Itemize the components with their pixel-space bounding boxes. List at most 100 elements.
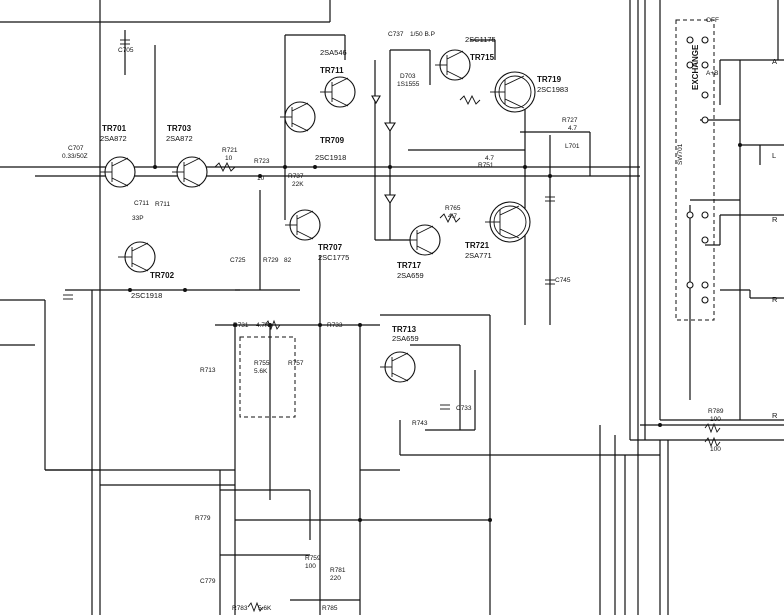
- r781-label: R781: [330, 567, 346, 574]
- r737-value: 22K: [292, 181, 304, 188]
- tr713-symbol: [380, 351, 416, 383]
- tr707-ref: TR707: [318, 243, 343, 252]
- tr719-ref: TR719: [537, 75, 562, 84]
- tr702-ref: TR702: [150, 271, 175, 280]
- r733-label: R733: [327, 322, 343, 329]
- tr721-ref: TR721: [465, 241, 490, 250]
- r723-label: R723: [254, 158, 270, 165]
- r751-label: R751: [478, 162, 494, 169]
- r759-label: R759: [305, 555, 321, 562]
- switch-contacts: [686, 36, 709, 304]
- r731-label: R731: [233, 322, 249, 329]
- r731-value: 4.7K: [256, 322, 270, 329]
- r765-value: 4.7: [448, 213, 457, 220]
- r727-label: R727: [562, 117, 578, 124]
- sub-board-outline: [239, 336, 296, 418]
- d703-value: 1S1555: [397, 81, 420, 88]
- r757-label: R757: [288, 360, 304, 367]
- r721-value: 10: [225, 155, 233, 162]
- tr715-symbol: [435, 49, 471, 81]
- r729-label: R729: [263, 257, 279, 264]
- r711-label: R711: [155, 201, 170, 208]
- c737-value: 1/50 B.P: [410, 31, 435, 38]
- tr713-ref: TR713: [392, 325, 417, 334]
- switch-off-label: OFF: [706, 17, 719, 24]
- tr711-ref: TR711: [320, 66, 344, 75]
- tr719-symbol: [490, 71, 536, 113]
- c733-label: C733: [456, 405, 472, 412]
- r789-label: R789: [708, 408, 724, 415]
- tr703-type: 2SA872: [166, 134, 193, 143]
- component-labels: C707 0.33/50Z C737 1/50 B.P D703 1S1555 …: [62, 31, 724, 612]
- r713-label: R713: [200, 367, 216, 374]
- r729-value: 82: [284, 257, 292, 264]
- component-glyphs: [63, 39, 721, 613]
- tr709-symbol: [280, 101, 316, 133]
- r727-value: 4.7: [568, 125, 577, 132]
- r779-label: R779: [195, 515, 211, 522]
- tr717-ref: TR717: [397, 261, 422, 270]
- tr702-symbol: [118, 241, 156, 273]
- exchange-label: EXCHANGE: [691, 44, 700, 90]
- r781-value: 220: [330, 575, 341, 582]
- tr717-type: 2SA659: [397, 271, 424, 280]
- r721-label: R721: [222, 147, 238, 154]
- tr701-type: 2SA872: [100, 134, 127, 143]
- tr711-type: 2SA546: [320, 48, 347, 57]
- terminal-r2: R: [772, 411, 778, 420]
- c737-label: C737: [388, 31, 404, 38]
- tr715-type: 2SC1175: [465, 35, 496, 44]
- tr709-type: 2SC1918: [315, 153, 346, 162]
- terminal-l: L: [772, 151, 776, 160]
- r783-value: 5.6K: [258, 605, 272, 612]
- r789b-value: 100: [710, 446, 721, 453]
- r737-label: R737: [288, 173, 304, 180]
- switch-ab-label: A+B: [706, 70, 718, 77]
- c705-label: C705: [118, 47, 134, 54]
- d703-label: D703: [400, 73, 416, 80]
- c725-label: C725: [230, 257, 246, 264]
- r743-label: R743: [412, 420, 428, 427]
- c711-value: 33P: [132, 215, 144, 222]
- r785-label: R785: [322, 605, 338, 612]
- r751-value: 4.7: [485, 155, 494, 162]
- c707-label: C707: [68, 145, 84, 152]
- r755-label: R755: [254, 360, 270, 367]
- tr709-ref: TR709: [320, 136, 345, 145]
- c707-value: 0.33/50Z: [62, 153, 88, 160]
- tr721-symbol: [485, 201, 531, 243]
- tr703-symbol: [172, 156, 208, 188]
- c779-label: C779: [200, 578, 216, 585]
- tr703-ref: TR703: [167, 124, 192, 133]
- junctions: [128, 143, 742, 522]
- r723-value: 10: [257, 175, 265, 182]
- r755-value: 5.6K: [254, 368, 268, 375]
- r789-value: 100: [710, 416, 721, 423]
- terminal-rb: R: [772, 295, 778, 304]
- r759-value: 100: [305, 563, 316, 570]
- tr701-ref: TR701: [102, 124, 127, 133]
- tr711-symbol: [320, 76, 356, 108]
- tr701-symbol: [100, 156, 136, 188]
- l701-label: L701: [565, 143, 580, 150]
- c745-label: C745: [555, 277, 571, 284]
- switch-labels: OFF A+B EXCHANGE SW701 A L R R R: [677, 17, 778, 420]
- r765-label: R765: [445, 205, 461, 212]
- c711-label: C711: [134, 200, 149, 207]
- tr719-type: 2SC1983: [537, 85, 568, 94]
- sw701-label: SW701: [677, 143, 684, 165]
- tr721-type: 2SA771: [465, 251, 492, 260]
- tr707-symbol: [285, 209, 321, 241]
- switch-boundary: [675, 19, 715, 321]
- tr715-ref: TR715: [470, 53, 495, 62]
- tr707-type: 2SC1775: [318, 253, 349, 262]
- tr713-type: 2SA659: [392, 334, 419, 343]
- terminal-a: A: [772, 57, 777, 66]
- transistor-labels: TR701 2SA872 TR703 2SA872 TR702 2SC1918 …: [100, 35, 568, 343]
- tr717-symbol: [405, 224, 441, 256]
- terminal-r: R: [772, 215, 778, 224]
- tr702-type: 2SC1918: [131, 291, 162, 300]
- r783-label: R783: [232, 605, 248, 612]
